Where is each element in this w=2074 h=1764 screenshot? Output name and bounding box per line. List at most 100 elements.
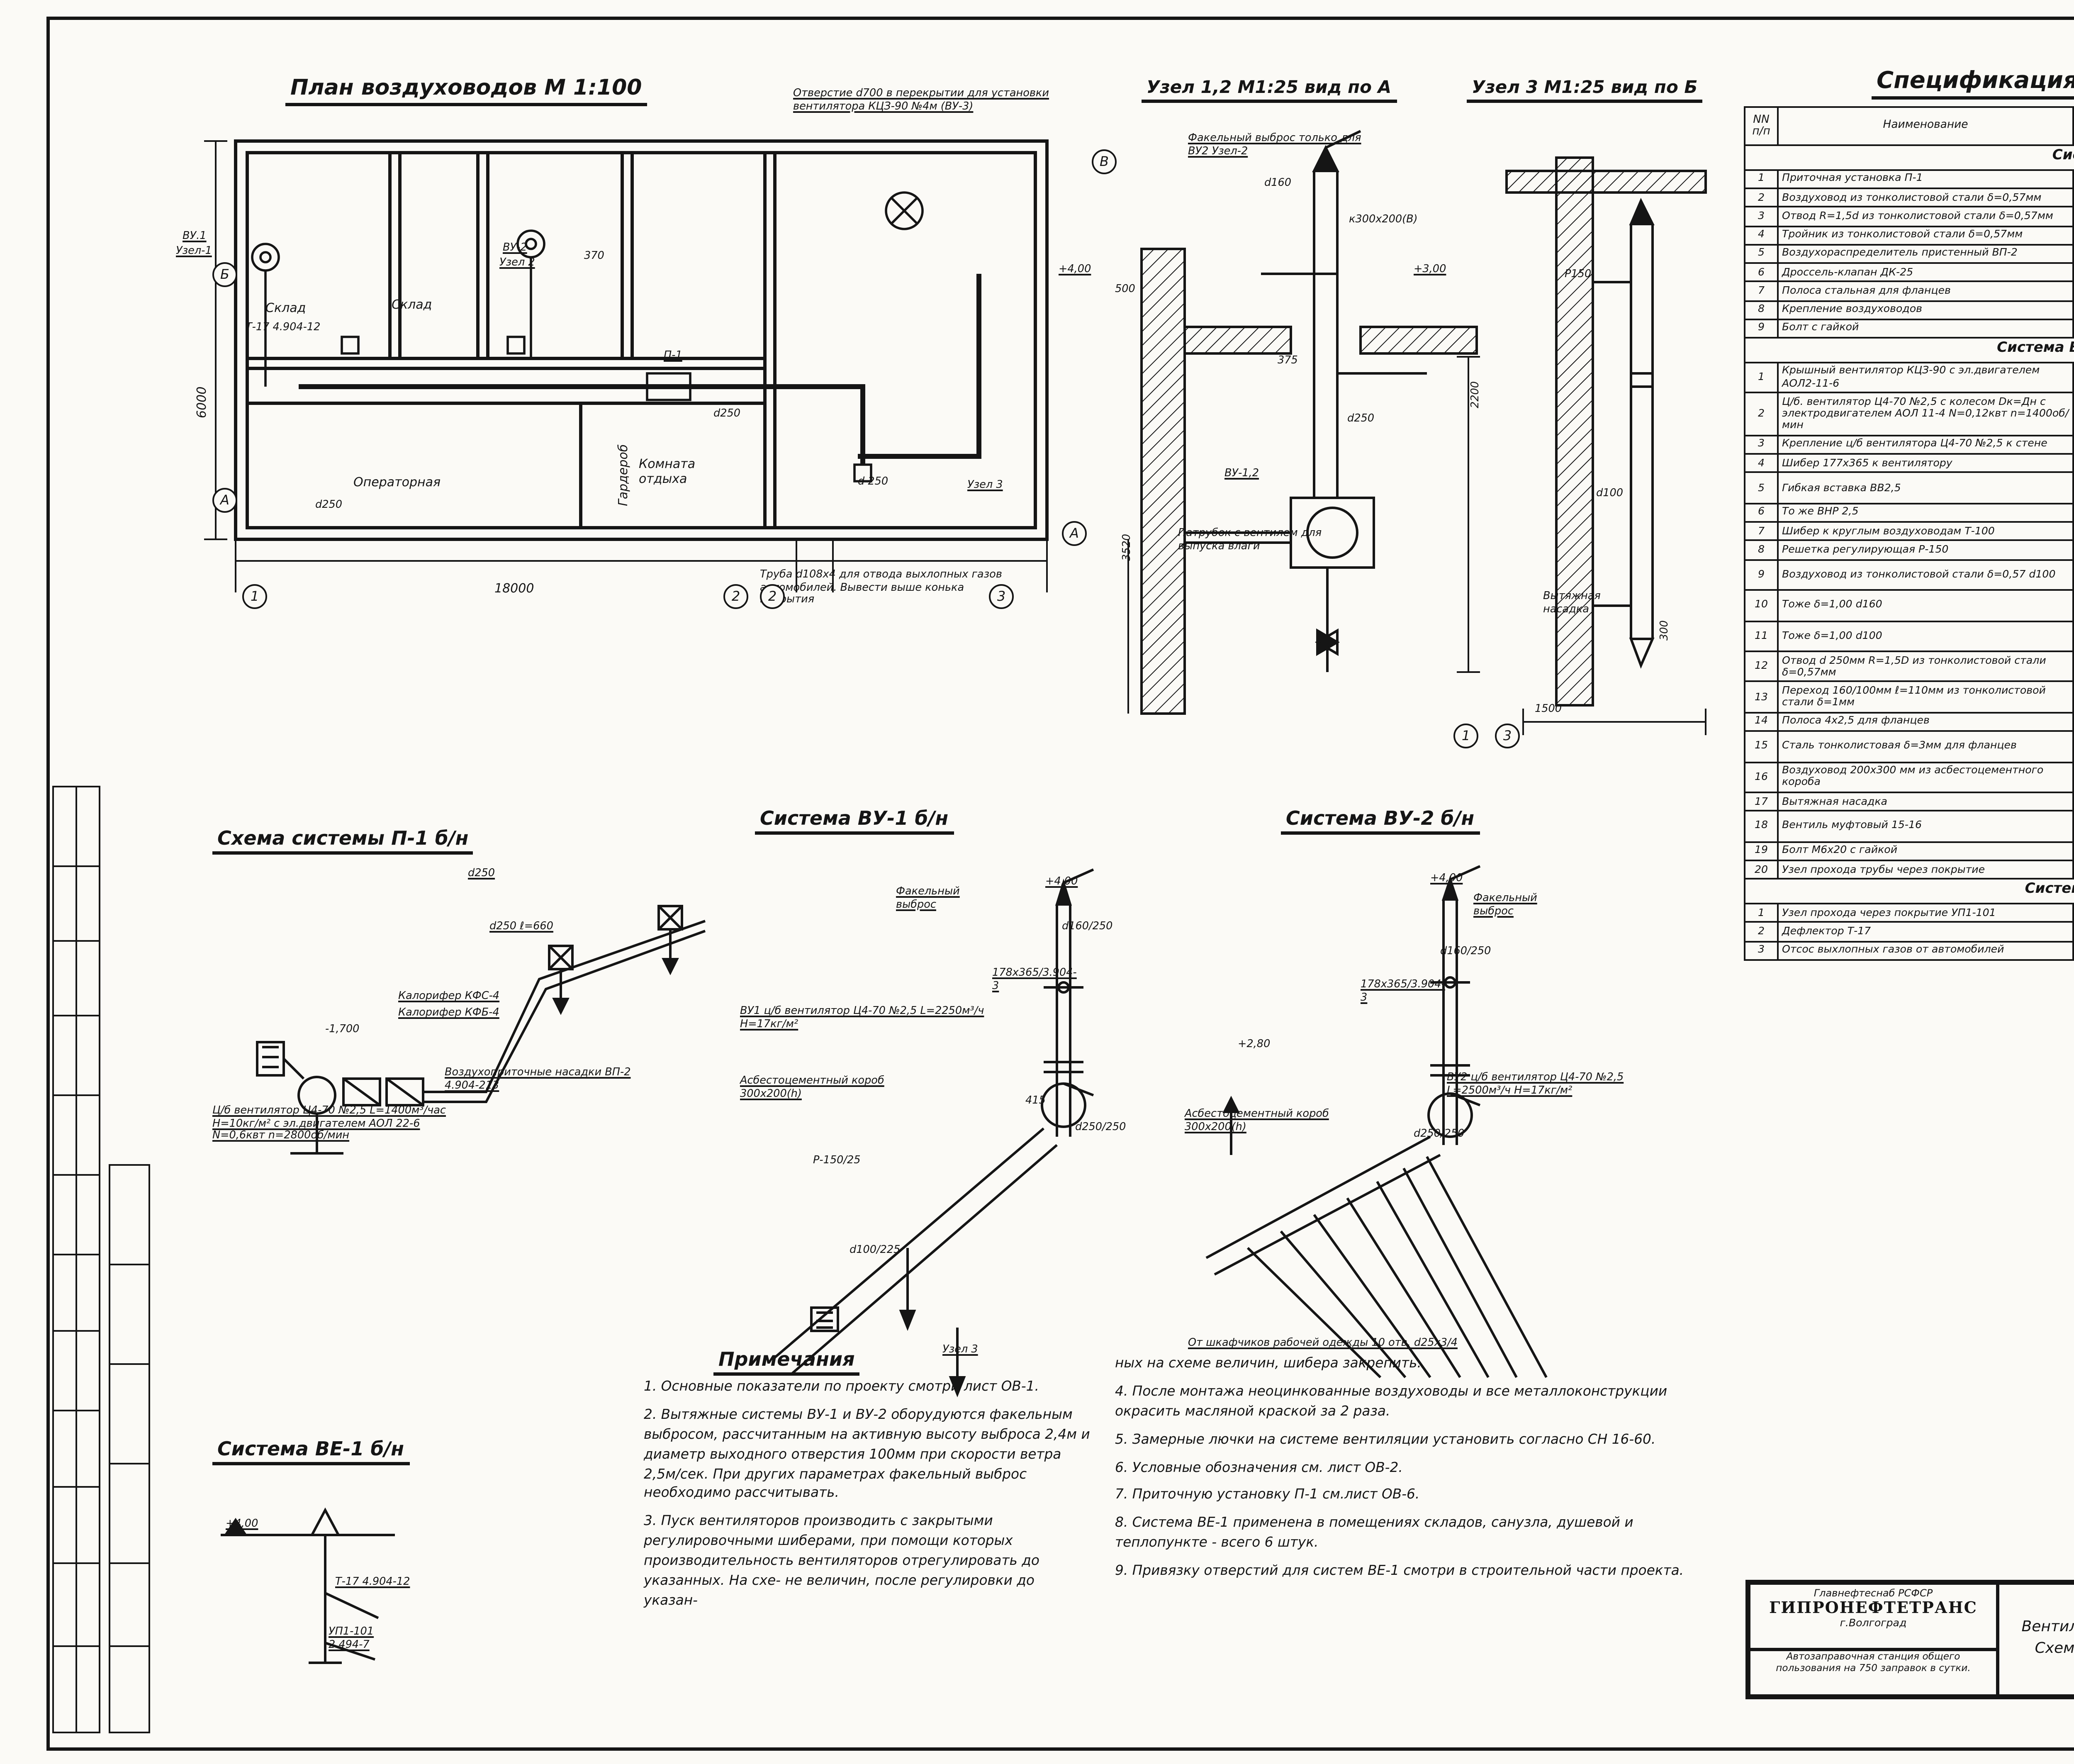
- org-city: г.Волгоград: [1840, 1618, 1907, 1630]
- spec-section-title: Система П-1: [1743, 144, 2074, 171]
- project-name-cell: Автозаправочная станция общего пользован…: [1749, 1649, 1998, 1696]
- spec-cell: Воздуховод 200х300 мм из асбестоцементно…: [1777, 761, 2074, 794]
- node3-dim: 300: [1658, 620, 1671, 641]
- col-name: Наименование: [1777, 106, 2074, 146]
- spec-cell: Болт М6х20 с гайкой: [1777, 841, 2074, 862]
- plan-dim: 6000: [194, 386, 209, 418]
- room-label: Операторная: [353, 475, 441, 490]
- vu1-dim: d250/250: [1075, 1120, 1126, 1133]
- node12-dim: 375: [1278, 353, 1298, 367]
- vu2-callout: ВУ2 ц/б вентилятор Ц4-70 №2,5 L=2500м³/ч…: [1447, 1070, 1624, 1096]
- spec-cell: 3: [1744, 940, 1779, 961]
- axis-bubble: 1: [242, 584, 267, 609]
- plan-dim: d250: [713, 407, 741, 420]
- spec-section-row: Система П-1: [1743, 144, 2074, 171]
- org-cell: Главнефтеснаб РСФСР ГИПРОНЕФТЕТРАНС г.Во…: [1749, 1583, 1998, 1649]
- ve1-callout: УП1-101 2.494-7: [329, 1625, 374, 1651]
- axis-bubble: 2: [723, 584, 748, 609]
- signature-strip: [46, 783, 163, 1754]
- spec-cell: d 250: [2072, 244, 2074, 264]
- scheme-p1-title: Схема системы П-1 б/н: [212, 826, 474, 855]
- spec-cell: 3: [1744, 206, 1779, 227]
- spec-cell: 2: [1744, 392, 1779, 436]
- elevation-mark: +3,00: [1414, 262, 1446, 275]
- spec-cell: Узел прохода трубы через покрытие: [1777, 860, 2074, 880]
- plan-title: План воздуховодов М 1:100: [285, 76, 647, 106]
- spec-cell: d100: [2072, 792, 2074, 812]
- spec-cell: 7: [1744, 521, 1779, 542]
- spec-cell: Тройник из тонколистовой стали δ=0,57мм: [1777, 225, 2074, 246]
- plan-callout: Труба d108х4 для отвода выхлопных газов …: [760, 568, 1002, 606]
- p1-callout: Калорифер КФС-4: [398, 989, 500, 1002]
- spec-cell: Крепление ц/б вентилятора Ц4-70 №2,5 к с…: [1777, 434, 2074, 455]
- node3-dim: Р150: [1565, 267, 1592, 280]
- plan-callout: Узел 3: [967, 478, 1003, 491]
- axis-bubble: А: [212, 488, 237, 513]
- vu2-callout: Факельный выброс: [1473, 891, 1537, 917]
- spec-cell: 4х25: [2072, 281, 2074, 302]
- spec-cell: ст.: [2072, 521, 2074, 542]
- room-label: Гардероб: [616, 444, 630, 506]
- spec-cell: –: [2072, 300, 2074, 320]
- spec-cell: d 250: [2072, 206, 2074, 227]
- spec-cell: Воздухораспределитель пристенный ВП-2: [1777, 244, 2074, 264]
- plan-callout: Узел 2: [499, 256, 535, 269]
- spec-cell: Крепление воздуховодов: [1777, 300, 2074, 320]
- spec-cell: ”: [2072, 434, 2074, 455]
- spec-cell: 3: [1744, 434, 1779, 455]
- spec-cell: d 250: [2072, 262, 2074, 283]
- spec-cell: 11: [1744, 620, 1779, 653]
- spec-cell: Дроссель-клапан ДК-25: [1777, 262, 2074, 283]
- note-item: 9. Привязку отверстий для систем ВЕ-1 см…: [1115, 1562, 1684, 1579]
- spec-cell: Вентиль муфтовый 15-16: [1777, 810, 2074, 843]
- spec-title: Спецификация: [1872, 68, 2074, 100]
- plan-callout: Т-17 4.904-12: [246, 320, 321, 334]
- plan-dim: 370: [584, 249, 604, 262]
- scheme-vu2-title: Система ВУ-2 б/н: [1281, 806, 1480, 835]
- plan-dim: 18000: [494, 581, 534, 596]
- vu1-dim: 415: [1025, 1094, 1046, 1107]
- room-label: Склад: [392, 297, 432, 312]
- vu2-callout: Асбестоцементный короб 300х200(h): [1185, 1107, 1329, 1133]
- p1-dim: d250: [468, 866, 495, 880]
- vu1-callout: Асбестоцементный короб 300х200(h): [740, 1074, 884, 1100]
- elevation-mark: +4,00: [226, 1517, 258, 1530]
- note-item: 5. Замерные лючки на системе вентиляции …: [1115, 1430, 1656, 1447]
- scheme-ve1-drawing: [196, 1460, 528, 1709]
- spec-section-row: Система ВЕ-1, ВЕ-2: [1743, 878, 2074, 905]
- spec-cell: 5: [1744, 472, 1779, 504]
- p1-callout: Ц/б вентилятор Ц4-70 №2,5 L=1400м³/час Н…: [212, 1104, 446, 1142]
- node12-callout: ВУ-1,2: [1224, 466, 1259, 480]
- sheet-frame: [46, 17, 2074, 1751]
- spec-cell: 8: [1744, 300, 1779, 320]
- notes-title: Примечания: [713, 1347, 860, 1376]
- axis-bubble: В: [1092, 149, 1117, 174]
- spec-cell: Ц/б. вентилятор Ц4-70 №2,5 с колесом Dк=…: [1777, 392, 2074, 436]
- spec-cell: Тоже δ=1,00 d100: [1777, 620, 2074, 653]
- spec-cell: 6: [1744, 502, 1779, 523]
- vu1-callout: 178х365/3.904-3: [992, 966, 1077, 992]
- spec-cell: Дефлектор Т-17: [1777, 921, 2074, 942]
- room-label: Комната отдыха: [639, 456, 696, 486]
- spec-cell: 15: [1744, 730, 1779, 763]
- plan-callout: Отверстие d700 в перекрытии для установк…: [793, 86, 1049, 112]
- spec-section-title: Система ВЕ-1, ВЕ-2: [1743, 878, 2074, 905]
- spec-cell: 6: [1744, 262, 1779, 283]
- spec-cell: М8х25: [2072, 318, 2074, 339]
- spec-cell: 1: [1744, 361, 1779, 394]
- spec-cell: Полоса 4х2,5 для фланцев: [1777, 711, 2074, 732]
- spec-cell: ”: [2072, 711, 2074, 732]
- note-item: 1. Основные показатели по проекту смотри…: [644, 1377, 1039, 1394]
- spec-cell: d 250: [2072, 188, 2074, 208]
